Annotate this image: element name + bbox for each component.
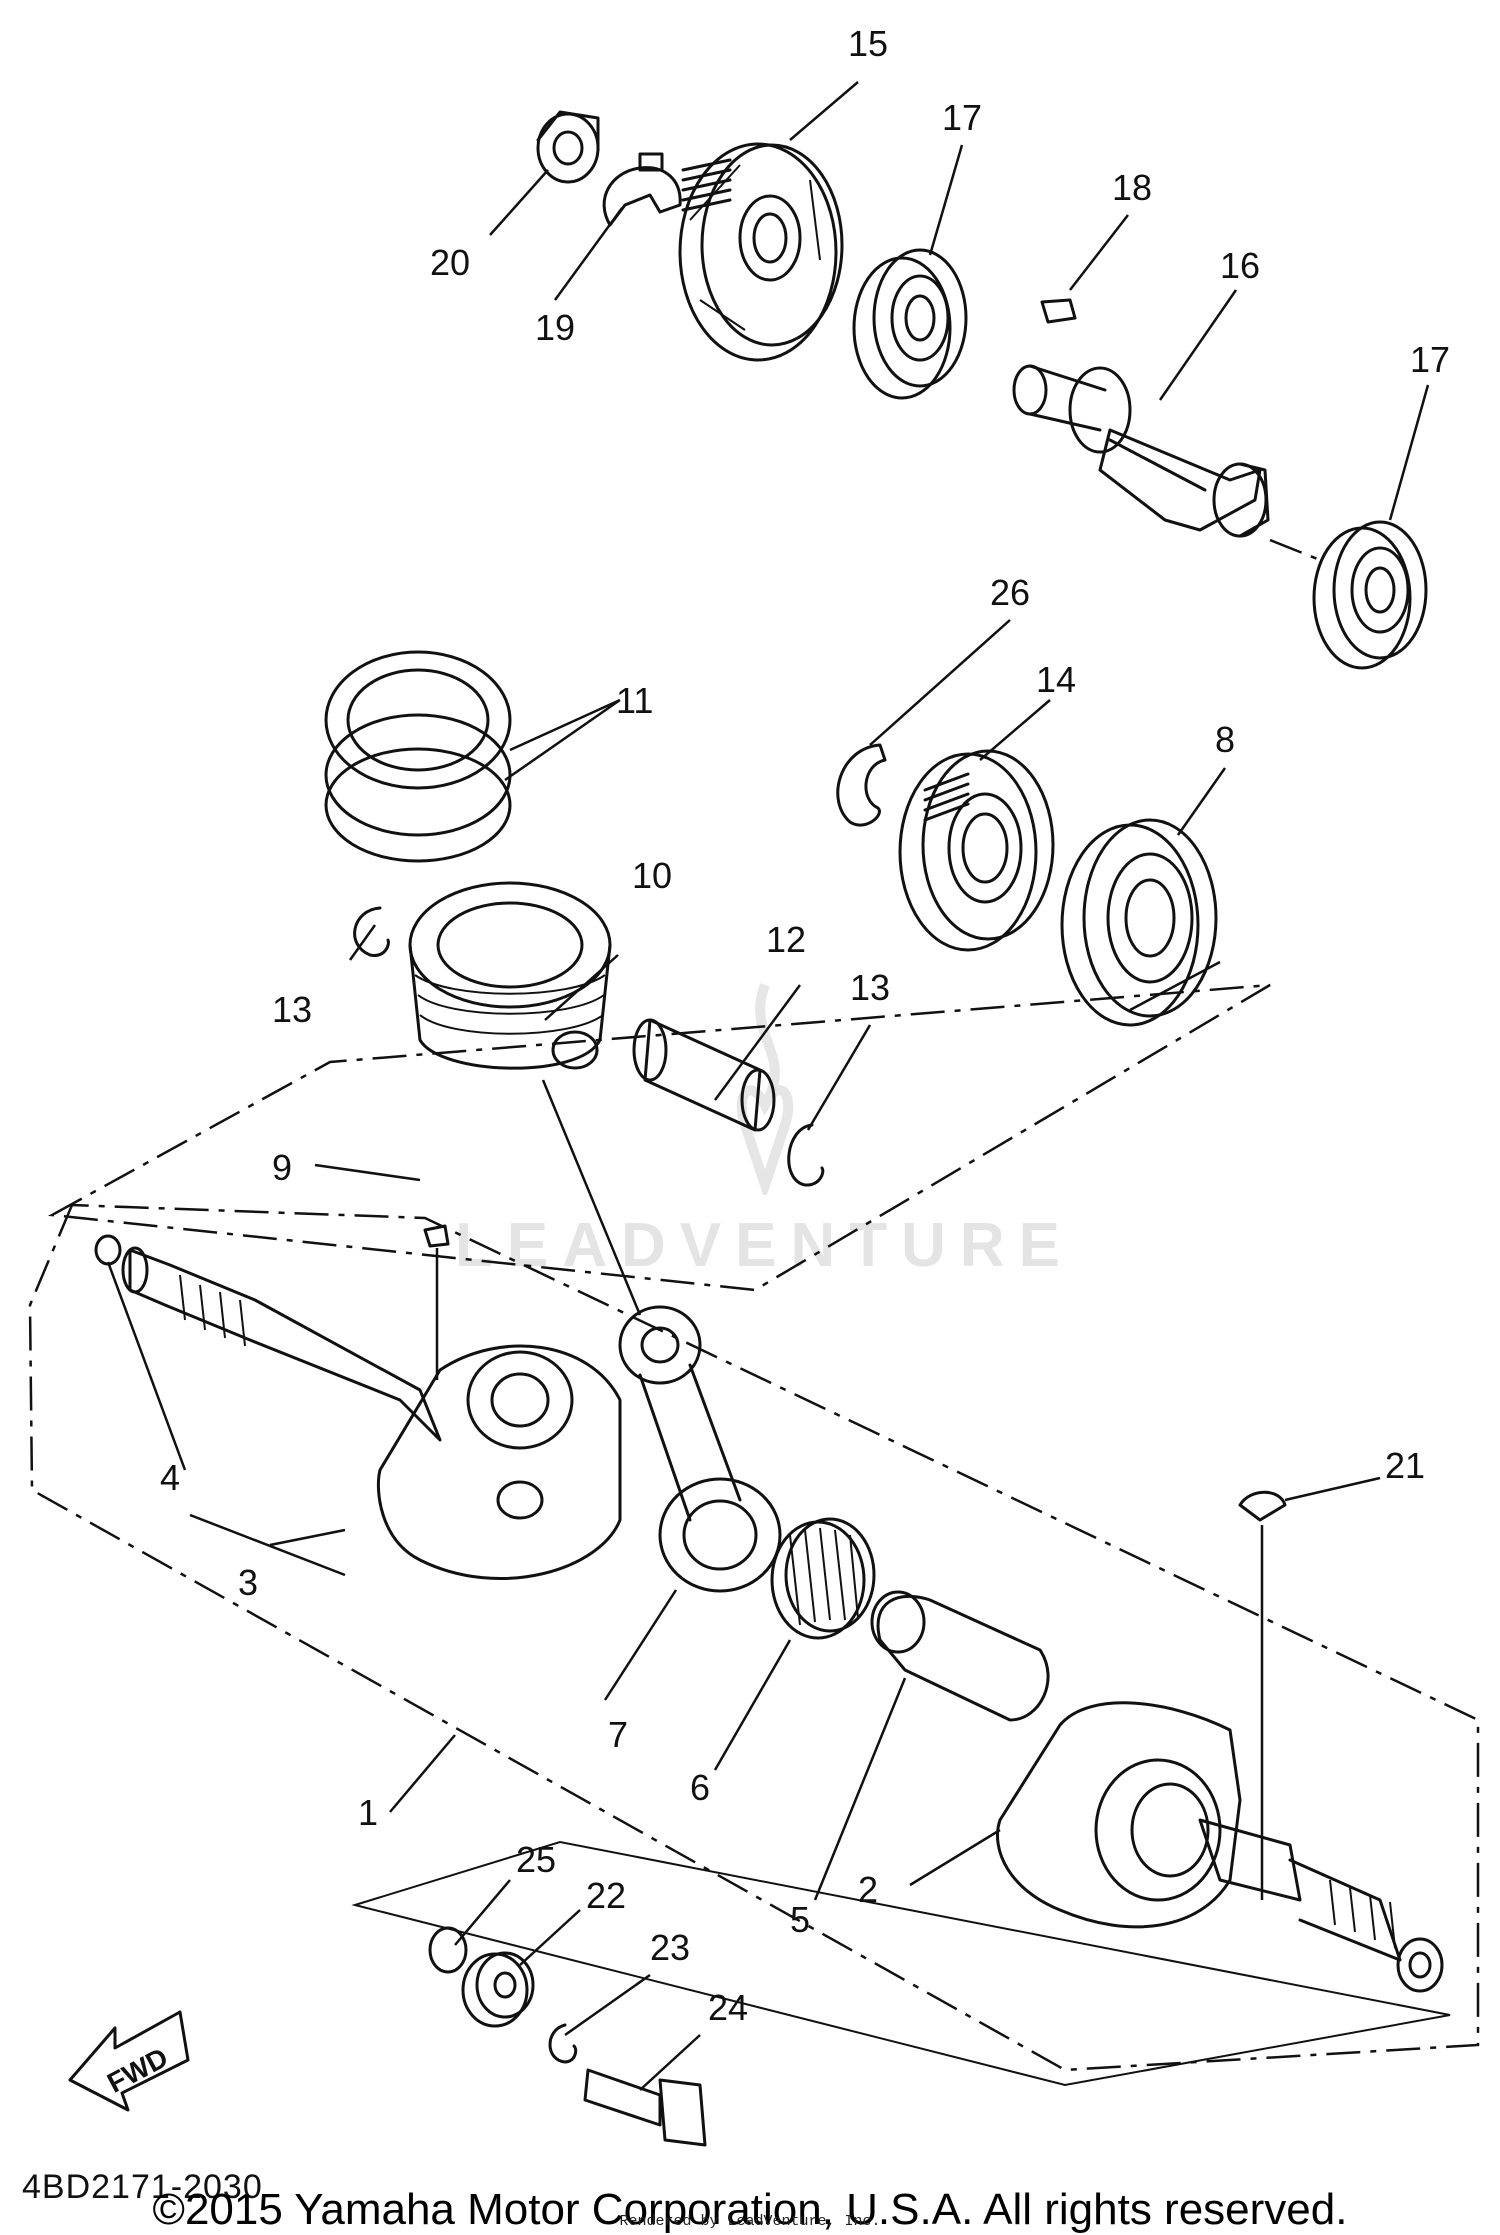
- callout-7: 7: [608, 1714, 628, 1755]
- part-4-oil-seal-washer: [94, 1234, 122, 1266]
- callout-17-lower: 17: [1410, 339, 1450, 380]
- callout-2: 2: [858, 1869, 878, 1910]
- part-2-crankshaft-right: [996, 1701, 1444, 1993]
- part-17-bearing-upper: [852, 248, 968, 400]
- part-7-connecting-rod: [618, 1305, 782, 1593]
- leader-lines: [106, 81, 1430, 2091]
- callout-6: 6: [690, 1767, 710, 1808]
- part-5-crank-pin: [870, 1590, 1050, 1722]
- callout-20: 20: [430, 242, 470, 283]
- callout-24: 24: [708, 1987, 748, 2028]
- callout-22: 22: [586, 1875, 626, 1916]
- callout-19: 19: [535, 307, 575, 348]
- middle-assembly-box: [47, 983, 1271, 1292]
- callout-13-right: 13: [850, 967, 890, 1008]
- callout-3: 3: [238, 1562, 258, 1603]
- part-26-circlip: [836, 743, 887, 827]
- shaft-axis-line: [1269, 538, 1321, 562]
- part-8-bearing: [1060, 818, 1218, 1027]
- callout-14: 14: [1036, 659, 1076, 700]
- part-22-washer: [461, 1951, 535, 2028]
- callout-10: 10: [632, 855, 672, 896]
- fwd-arrow-icon: FWD: [68, 2010, 190, 2112]
- callout-13-left: 13: [272, 989, 312, 1030]
- diagram-code: 4BD2171-2030: [22, 2168, 263, 2206]
- callout-12: 12: [766, 919, 806, 960]
- fwd-label: FWD: [102, 2041, 173, 2098]
- callout-1: 1: [358, 1792, 378, 1833]
- callout-5: 5: [790, 1899, 810, 1940]
- part-10-piston: [408, 881, 612, 1070]
- callout-17-upper: 17: [942, 97, 982, 138]
- part-3-crankshaft-left: [121, 1246, 622, 1581]
- part-25-o-ring: [428, 1926, 468, 1974]
- part-20-nut: [536, 110, 600, 184]
- part-13-circlip-left: [353, 906, 390, 957]
- crankshaft-assembly-box: [28, 1203, 1480, 2072]
- part-23-circlip: [548, 2023, 578, 2064]
- watermark-logo: [736, 983, 794, 1195]
- part-18-key: [1040, 298, 1077, 324]
- callout-21: 21: [1385, 1445, 1425, 1486]
- callout-16: 16: [1220, 245, 1260, 286]
- copyright-notice: ©2015 Yamaha Motor Corporation, U.S.A. A…: [152, 2185, 1348, 2234]
- callout-11: 11: [616, 680, 653, 721]
- rendered-by-notice: Rendered by LeadVenture, Inc.: [619, 2213, 881, 2230]
- part-13-circlip-right: [787, 1123, 825, 1187]
- part-24-bolt: [583, 2068, 707, 2147]
- callout-25: 25: [516, 1839, 556, 1880]
- callout-8: 8: [1215, 719, 1235, 760]
- part-19-lock-washer: [602, 152, 682, 227]
- piston-rod-guide-line: [541, 1079, 642, 1316]
- callout-23: 23: [650, 1927, 690, 1968]
- part-15-balancer-drive-gear: [678, 142, 844, 362]
- part-11-piston-rings: [324, 650, 512, 863]
- callout-9: 9: [272, 1147, 292, 1188]
- part-21-key: [1238, 1490, 1287, 1522]
- callout-4: 4: [160, 1457, 180, 1498]
- part-16-balancer-shaft: [1012, 364, 1270, 538]
- part-12-piston-pin: [632, 1018, 776, 1132]
- callout-26: 26: [990, 572, 1030, 613]
- part-14-primary-drive-gear: [898, 749, 1055, 952]
- callout-15: 15: [848, 23, 888, 64]
- part-6-needle-bearing: [770, 1517, 876, 1640]
- part-9-key: [423, 1224, 450, 1248]
- callout-18: 18: [1112, 167, 1152, 208]
- part-17-bearing-lower: [1312, 520, 1428, 670]
- callout-labels: 15 17 18 16 17 20 19 26 14 8 11 10 13 12…: [160, 23, 1450, 2028]
- small-parts-box: [351, 1840, 1451, 2087]
